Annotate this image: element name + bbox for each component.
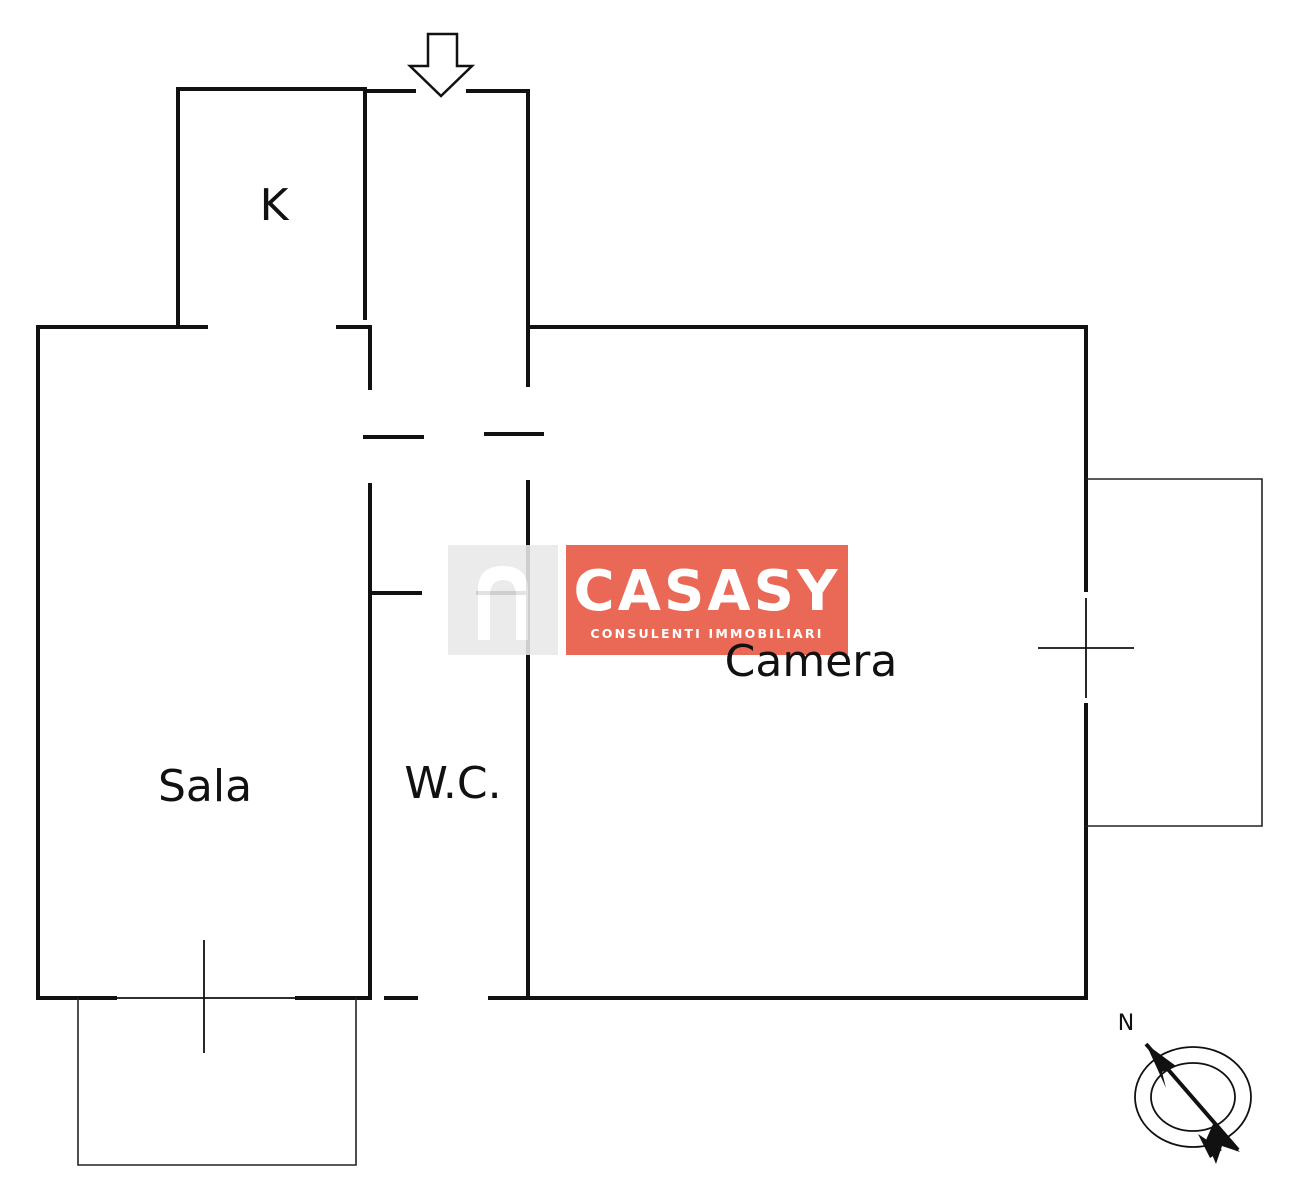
balconies [77, 478, 1263, 1166]
room-label-living: Sala [158, 761, 252, 812]
room-label-bedroom: Camera [725, 636, 898, 687]
brand-box [566, 545, 848, 655]
room-label-kitchen: K [260, 180, 290, 231]
outer-walls [36, 325, 1088, 1000]
brand-watermark: CASASY CONSULENTI IMMOBILIARI [448, 545, 848, 655]
interior-walls [363, 89, 544, 1000]
brand-tagline: CONSULENTI IMMOBILIARI [590, 626, 823, 641]
compass-north-label: N [1118, 1011, 1134, 1036]
openings [115, 598, 1134, 1053]
entrance-arrow-icon [406, 32, 476, 98]
compass-icon [1134, 1042, 1252, 1164]
brand-name: CASASY [574, 559, 841, 624]
kitchen-walls [176, 87, 530, 329]
house-logo-icon [478, 566, 528, 640]
room-label-bathroom: W.C. [404, 758, 501, 809]
